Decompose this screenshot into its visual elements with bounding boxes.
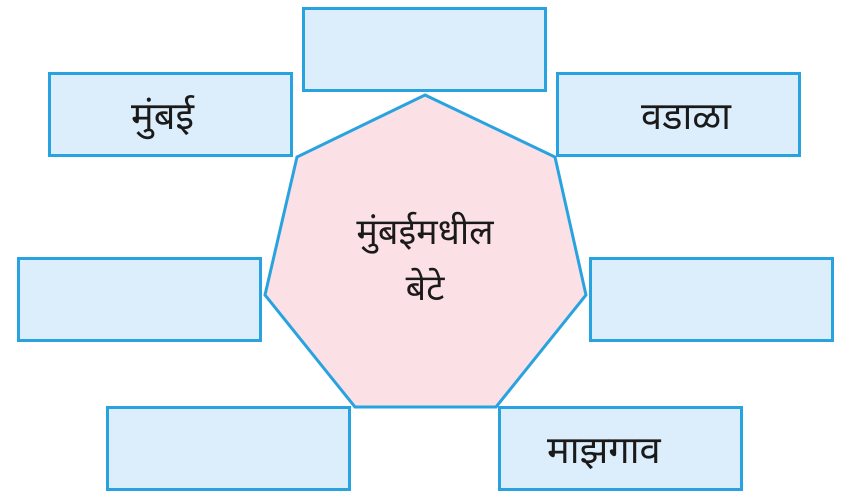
box-bottom-right[interactable]: माझगाव bbox=[498, 406, 743, 491]
box-top[interactable] bbox=[302, 7, 547, 92]
box-mid-right[interactable] bbox=[589, 257, 834, 342]
box-top-right[interactable]: वडाळा bbox=[556, 72, 801, 157]
box-mid-left[interactable] bbox=[17, 257, 262, 342]
center-label: मुंबईमधील बेटे bbox=[300, 205, 550, 317]
box-top-left[interactable]: मुंबई bbox=[48, 72, 293, 157]
center-heptagon bbox=[263, 93, 588, 409]
box-bottom-right-label: माझगाव bbox=[547, 427, 661, 472]
box-top-left-label: मुंबई bbox=[131, 93, 195, 138]
box-bottom-left[interactable] bbox=[106, 406, 351, 491]
center-label-line2: बेटे bbox=[405, 268, 445, 309]
box-top-right-label: वडाळा bbox=[641, 94, 732, 138]
center-label-line1: मुंबईमधील bbox=[356, 212, 494, 253]
